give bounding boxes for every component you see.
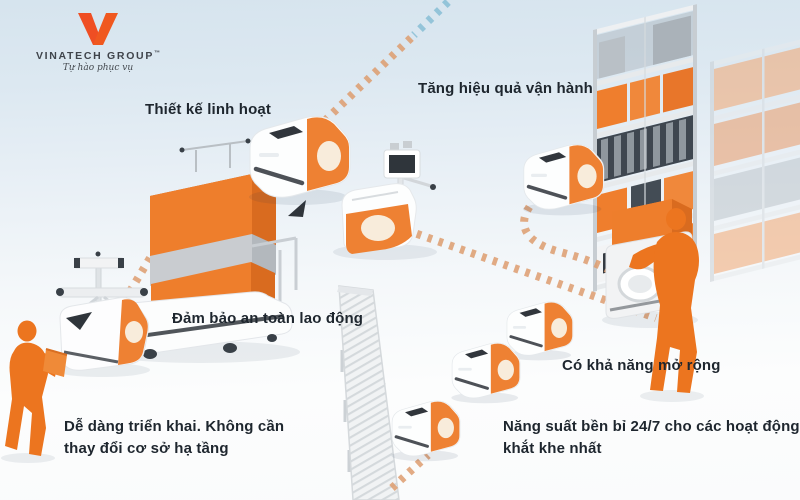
label-labor-safety: Đảm bảo an toàn lao động — [172, 310, 364, 327]
label-durability-24-7: Năng suất bền bỉ 24/7 cho các hoạt động … — [503, 418, 800, 457]
label-flexible-design: Thiết kế linh hoạt — [145, 101, 272, 118]
agv-stacked-bins-icon — [100, 138, 300, 363]
agv-robot-icon — [504, 300, 575, 362]
worker-icon — [1, 320, 68, 463]
agv-robot-icon — [249, 116, 350, 205]
trademark-symbol: ™ — [154, 50, 161, 57]
agv-robot-icon — [389, 399, 462, 463]
agv-mast-robot-icon — [54, 251, 150, 377]
brand-logo: VINATECH GROUP™ Tự hào phục vụ — [22, 12, 174, 73]
brand-tagline: Tự hào phục vụ — [62, 63, 134, 73]
agv-mast-display-icon — [333, 141, 437, 260]
label-easy-deployment: Dễ dàng triển khai. Không cần thay đổi c… — [64, 418, 285, 457]
vinatech-v-logo-icon — [78, 13, 118, 45]
brand-name: VINATECH GROUP™ — [35, 50, 161, 62]
label-operational-efficiency: Tăng hiệu quả vận hành — [418, 80, 593, 97]
agv-robot-icon — [521, 142, 606, 218]
storage-rack-far-icon — [710, 34, 800, 282]
agv-robot-icon — [449, 341, 522, 405]
worker-icon — [629, 208, 704, 402]
label-scalability: Có khả năng mở rộng — [562, 357, 721, 374]
conveyor-belt-icon — [337, 285, 431, 500]
